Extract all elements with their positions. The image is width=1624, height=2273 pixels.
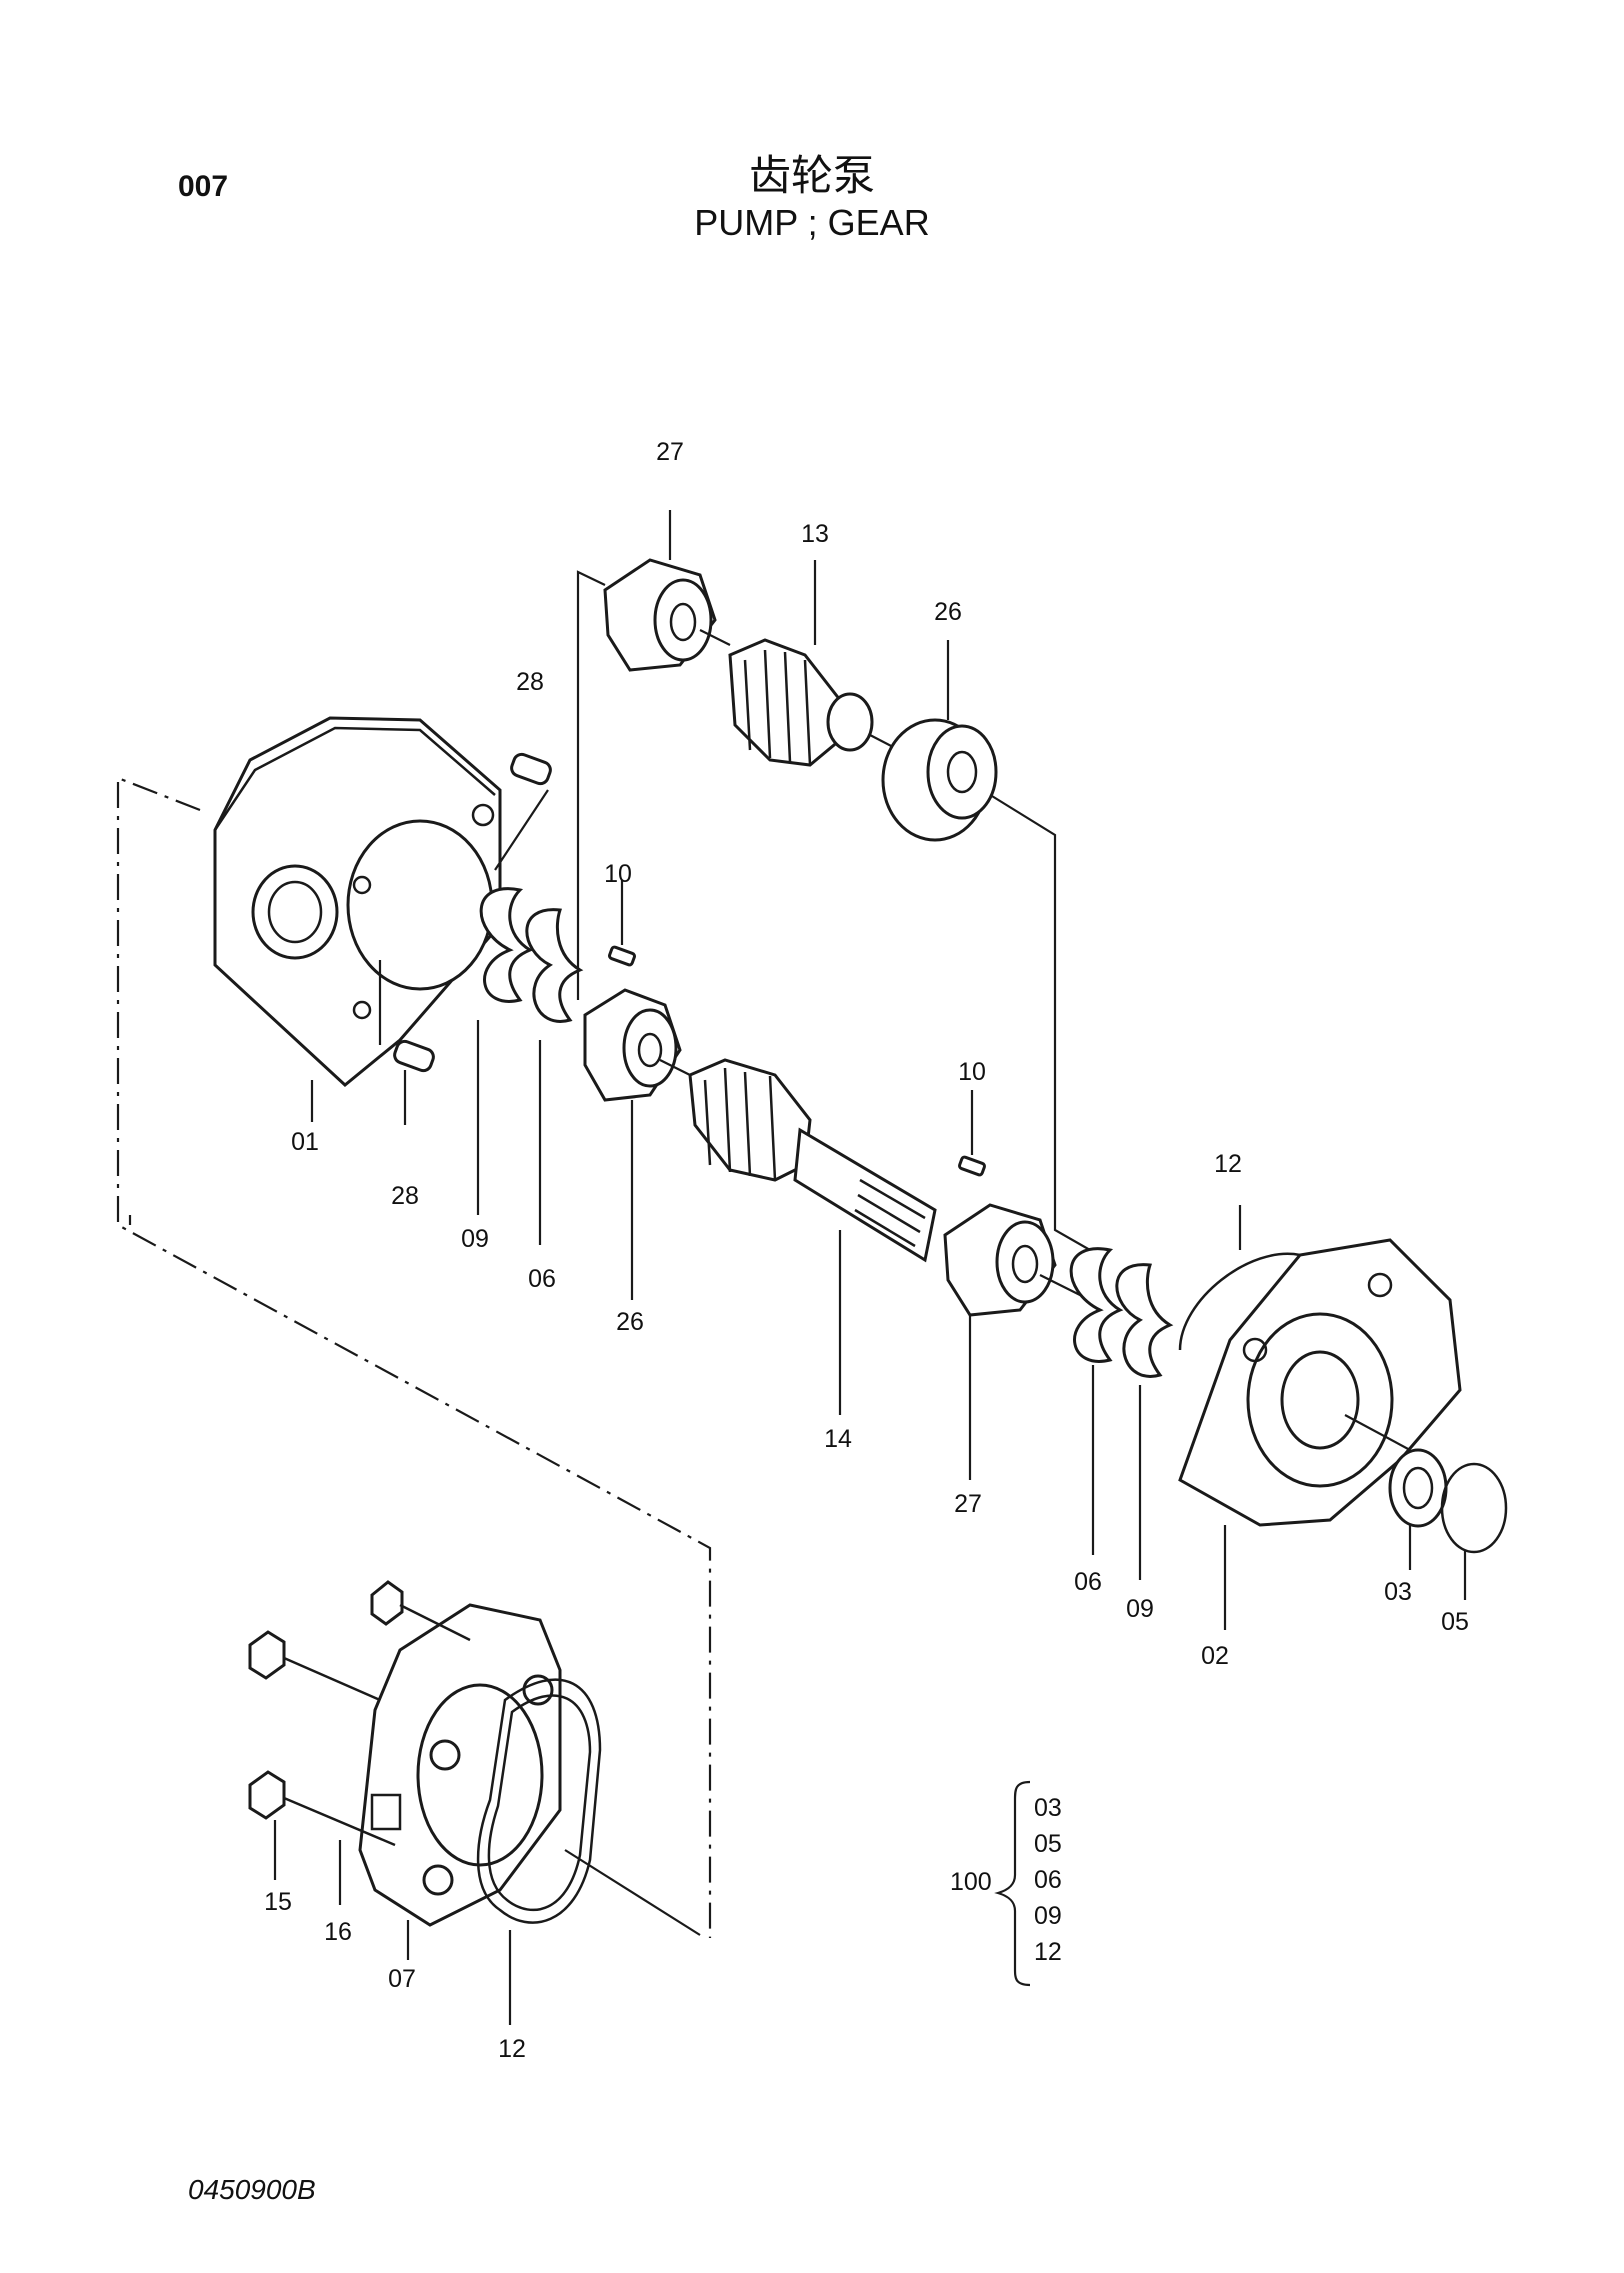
callout-13: 13 — [801, 520, 829, 548]
callout-10-right: 10 — [958, 1058, 986, 1086]
kit-item: 05 — [1034, 1830, 1062, 1858]
callout-10-left: 10 — [604, 860, 632, 888]
kit-item: 06 — [1034, 1866, 1062, 1894]
key-icon-right — [958, 1155, 986, 1177]
bushing-icon-upper-right — [881, 640, 998, 842]
callout-12-bottom: 12 — [498, 2035, 526, 2063]
flange-cover-icon — [358, 1603, 562, 1960]
bolt-icon — [248, 1580, 471, 1905]
seal-ring-icon — [476, 887, 584, 1245]
key-icon — [608, 945, 636, 967]
pump-body-icon — [213, 716, 502, 1122]
kit-item: 12 — [1034, 1938, 1062, 1966]
callout-12-top: 12 — [1214, 1150, 1242, 1178]
gear-icon — [728, 560, 896, 767]
oil-seal-icon — [1388, 1448, 1448, 1570]
callout-14: 14 — [824, 1425, 852, 1453]
callout-03: 03 — [1384, 1578, 1412, 1606]
gear-set-bracket-right — [957, 774, 1091, 1251]
pin-icon — [378, 752, 552, 1125]
gear-set-bracket — [576, 570, 606, 1000]
o-ring-icon — [476, 1678, 701, 2025]
bushing-icon-lower — [943, 1203, 1111, 1480]
callout-26-top: 26 — [934, 598, 962, 626]
callout-06-right: 06 — [1074, 1568, 1102, 1596]
drawing-number: 0450900B — [188, 2174, 316, 2205]
callout-05: 05 — [1441, 1608, 1469, 1636]
callout-07: 07 — [388, 1965, 416, 1993]
callout-01: 01 — [291, 1128, 319, 1156]
callout-06-left: 06 — [528, 1265, 556, 1293]
page-title-chinese: 齿轮泵 — [748, 151, 875, 200]
callout-09-left: 09 — [461, 1225, 489, 1253]
callout-26-mid: 26 — [616, 1308, 644, 1336]
kit-items-list: 03 05 06 09 12 — [1034, 1790, 1062, 1970]
callout-15: 15 — [264, 1888, 292, 1916]
callout-09-right: 09 — [1126, 1595, 1154, 1623]
assembly-frame-line — [116, 776, 712, 1938]
page-code: 007 — [178, 170, 229, 203]
kit-quantity-label: 100 — [950, 1868, 992, 1896]
kit-brace — [994, 1780, 1031, 1987]
callout-27-mid: 27 — [954, 1490, 982, 1518]
callout-28-bottom: 28 — [391, 1182, 419, 1210]
callout-28-top: 28 — [516, 668, 544, 696]
seal-ring-icon-right — [1069, 1247, 1174, 1580]
snap-ring-icon — [1440, 1462, 1508, 1600]
spline-gear-shaft-icon — [688, 1058, 937, 1415]
end-cover-icon — [1178, 1205, 1462, 1630]
callout-16: 16 — [324, 1918, 352, 1946]
kit-item: 09 — [1034, 1902, 1062, 1930]
bushing-icon — [603, 510, 731, 672]
kit-item: 03 — [1034, 1794, 1062, 1822]
bushing-icon-mid — [583, 988, 701, 1300]
page-title: PUMP ; GEAR — [694, 202, 930, 243]
callout-27-top: 27 — [656, 438, 684, 466]
callout-02: 02 — [1201, 1642, 1229, 1670]
